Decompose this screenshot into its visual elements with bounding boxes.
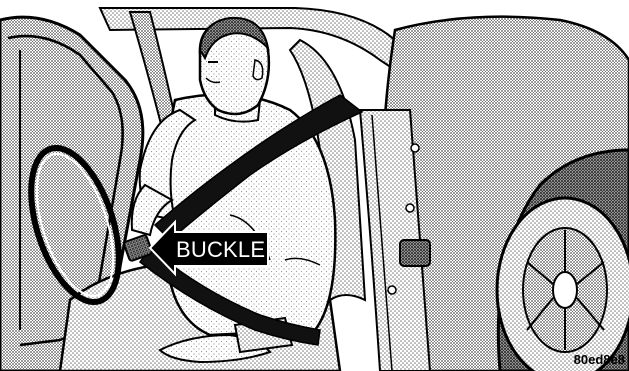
door-striker [400,240,430,266]
bolt [388,286,396,294]
bolt [406,204,414,212]
bolt [411,144,419,152]
buckle-label: BUCKLE [176,237,265,262]
occupant-ear [253,60,263,80]
figure-code: 80ed8e8 [574,352,625,367]
